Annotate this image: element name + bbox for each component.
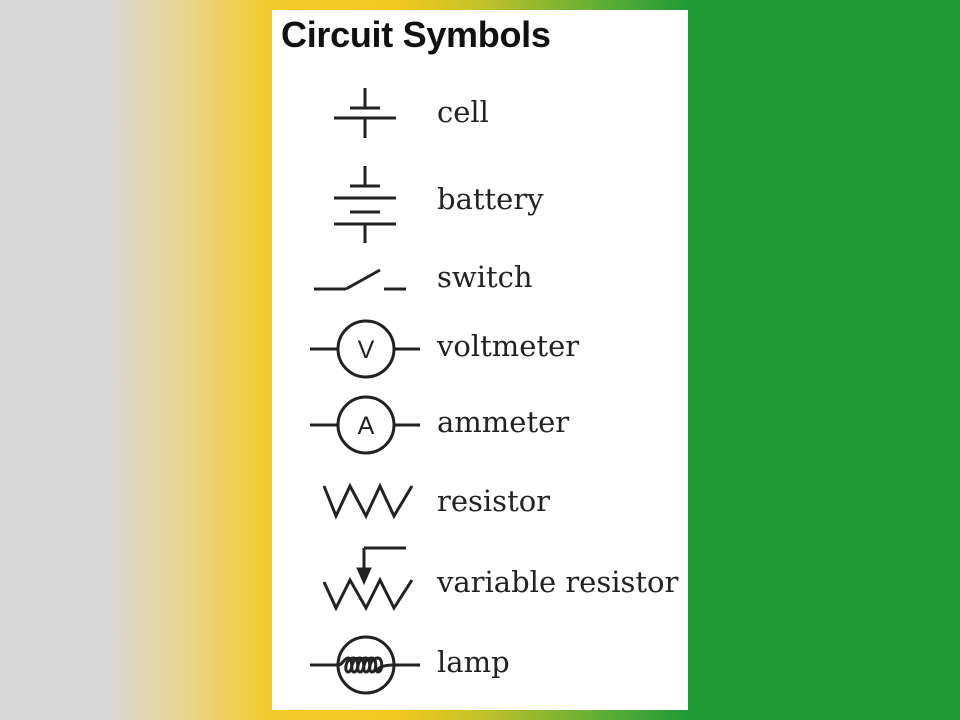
cell-label: cell <box>437 95 489 129</box>
ammeter-icon: A <box>310 395 420 455</box>
voltmeter-label: voltmeter <box>437 329 580 363</box>
symbols-panel: Circuit Symbols cell battery switch <box>272 10 688 710</box>
voltmeter-glyph: V <box>358 336 375 364</box>
resistor-label: resistor <box>437 484 551 518</box>
ammeter-glyph: A <box>358 412 375 440</box>
ammeter-label: ammeter <box>437 405 570 439</box>
variable-resistor-label: variable resistor <box>437 565 679 599</box>
panel-title: Circuit Symbols <box>281 14 551 55</box>
resistor-icon <box>322 482 414 520</box>
switch-icon <box>314 268 406 291</box>
battery-icon <box>334 166 396 243</box>
variable-resistor-icon <box>322 546 414 612</box>
switch-label: switch <box>437 260 533 294</box>
battery-label: battery <box>437 182 544 216</box>
voltmeter-icon: V <box>310 319 420 379</box>
lamp-label: lamp <box>437 645 510 679</box>
lamp-icon <box>310 635 420 695</box>
cell-icon <box>334 88 396 138</box>
